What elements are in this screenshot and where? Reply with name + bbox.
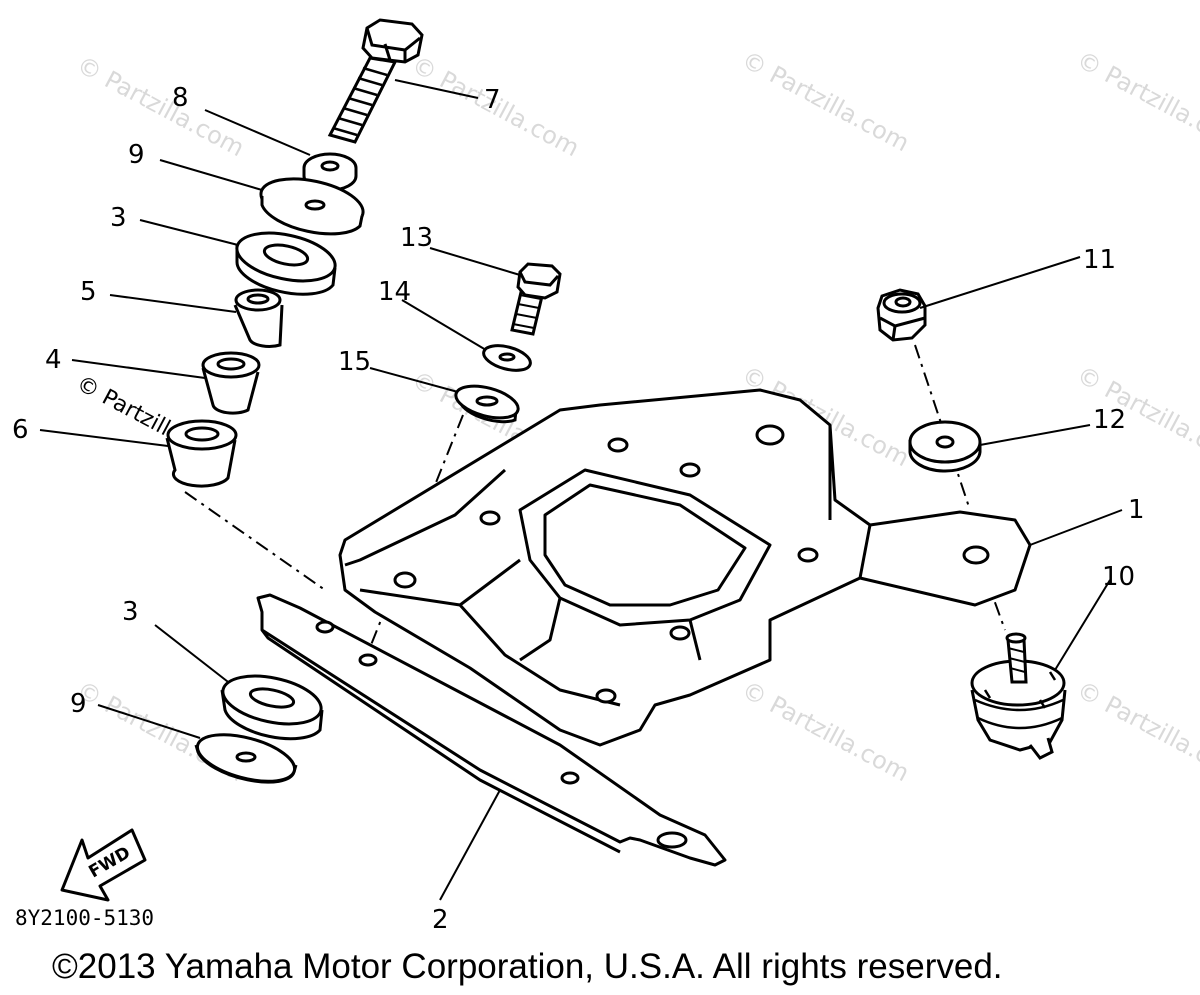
watermark: © Partzilla.com — [1072, 46, 1200, 158]
part-9-washer-bottom — [194, 733, 298, 784]
diagram-code: 8Y2100-5130 — [15, 906, 154, 930]
watermark: © Partzilla.com — [1072, 361, 1200, 473]
watermark: © Partzilla.com — [1072, 676, 1200, 788]
callout-12: 12 — [1093, 405, 1126, 435]
part-6-collar — [165, 419, 238, 488]
callout-14: 14 — [378, 277, 411, 307]
copyright-notice: ©2013 Yamaha Motor Corporation, U.S.A. A… — [52, 947, 1003, 986]
callout-13: 13 — [400, 223, 433, 253]
part-1-bracket — [338, 388, 1032, 747]
part-11-nut — [876, 288, 927, 342]
callout-4: 4 — [45, 345, 62, 375]
part-3-cushion-top — [235, 231, 337, 296]
leader-lines — [39, 79, 1123, 901]
part-13-bolt — [510, 262, 562, 336]
part-3-cushion-bottom — [220, 674, 324, 741]
watermark: © Partzilla.com — [72, 51, 249, 163]
fwd-arrow-icon: FWD — [60, 828, 147, 902]
part-4-collar — [201, 351, 261, 415]
part-5-collar — [233, 288, 284, 348]
part-14-washer — [482, 344, 532, 372]
part-7-bolt — [327, 18, 424, 144]
callouts: 7 8 9 3 5 4 6 13 14 15 11 12 1 10 3 9 2 — [12, 83, 1145, 935]
callout-1: 1 — [1128, 495, 1145, 525]
callout-3-top: 3 — [110, 203, 127, 233]
callout-8: 8 — [172, 83, 189, 113]
callout-2: 2 — [432, 905, 449, 935]
part-10-mount — [970, 632, 1067, 760]
callout-3-bottom: 3 — [122, 597, 139, 627]
callout-9-top: 9 — [128, 140, 145, 170]
callout-7: 7 — [484, 85, 501, 115]
callout-5: 5 — [80, 277, 97, 307]
watermark: © Partzilla.com — [737, 46, 914, 158]
part-12-washer — [908, 420, 982, 473]
callout-10: 10 — [1102, 562, 1135, 592]
callout-9-bottom: 9 — [70, 689, 87, 719]
callout-15: 15 — [338, 347, 371, 377]
callout-11: 11 — [1083, 245, 1116, 275]
watermark: © Partzilla.com — [737, 676, 914, 788]
callout-6: 6 — [12, 415, 29, 445]
part-9-washer-top — [259, 177, 365, 236]
part-15-washer — [454, 384, 520, 424]
part-2-strap — [256, 593, 727, 867]
